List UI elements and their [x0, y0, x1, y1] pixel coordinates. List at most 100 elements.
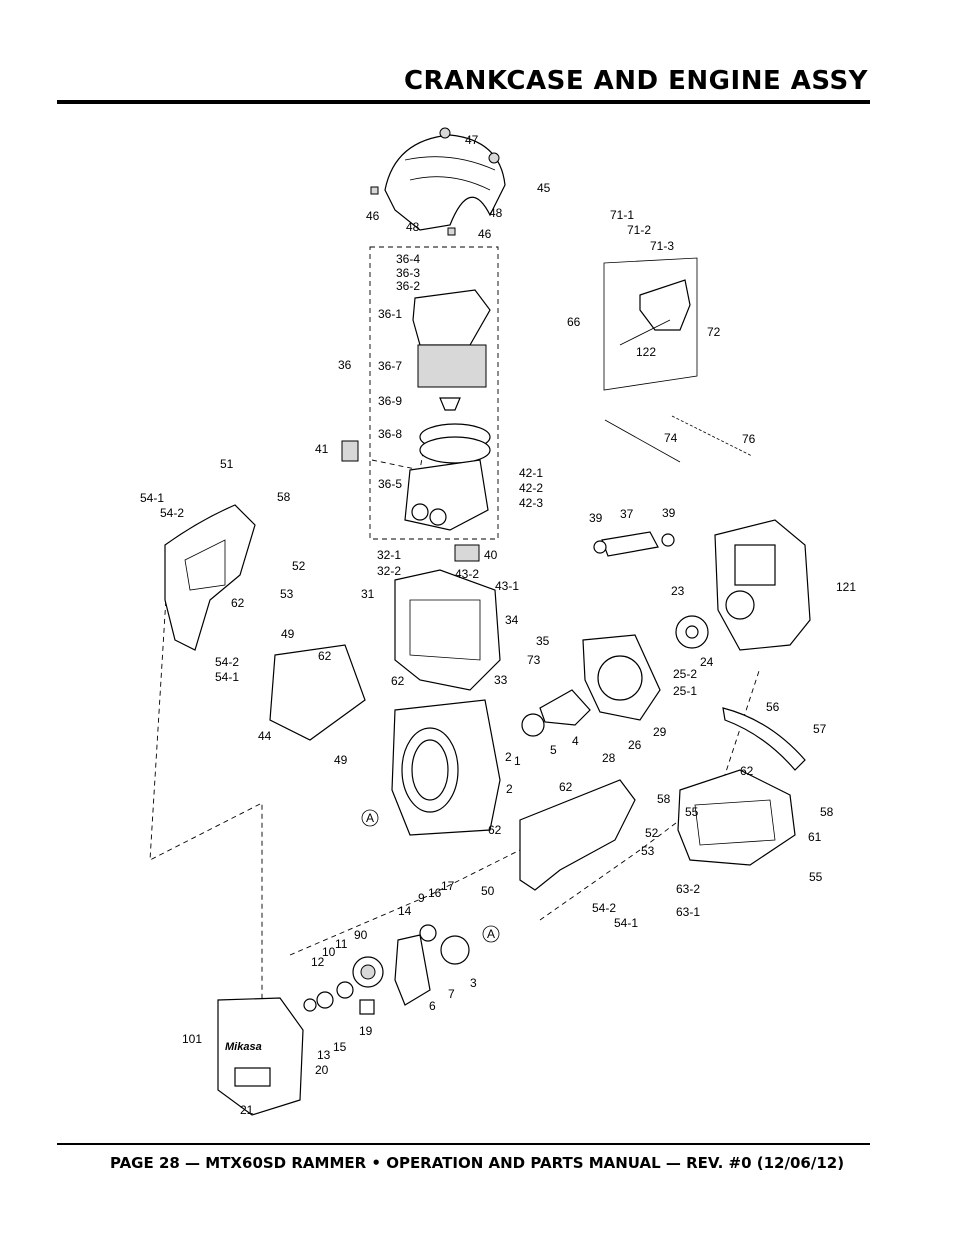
callout-label: 49 — [334, 753, 348, 767]
spring-part — [671, 415, 753, 457]
callout-label: 39 — [662, 506, 676, 520]
callout-label: 49 — [281, 627, 295, 641]
engine-part — [714, 519, 811, 651]
callout-label: 10 — [322, 945, 336, 959]
callout-label: 76 — [742, 432, 756, 446]
callout-label: 72 — [707, 325, 721, 339]
callout-label: 35 — [536, 634, 550, 648]
callout-label: 29 — [653, 725, 667, 739]
bracket-part — [394, 569, 501, 691]
left-dash-line — [149, 564, 263, 1005]
gear-cover-part: Mikasa — [217, 997, 304, 1116]
callout-label: 62 — [740, 764, 754, 778]
reference-circle — [361, 809, 379, 827]
callout-label: 52 — [645, 826, 659, 840]
callout-label: 62 — [318, 649, 332, 663]
callout-label: 36-7 — [378, 359, 402, 373]
callout-label: 41 — [315, 442, 329, 456]
callout-label: 21 — [240, 1103, 254, 1117]
callout-label: 2 — [505, 750, 512, 764]
callout-label: 101 — [182, 1032, 202, 1046]
callout-label: 47 — [465, 133, 479, 147]
callout-label: 71-2 — [627, 223, 651, 237]
callout-label: 55 — [809, 870, 823, 884]
callout-label: 33 — [494, 673, 508, 687]
callout-label: 63-2 — [676, 882, 700, 896]
callout-label: 32-1 — [377, 548, 401, 562]
callout-label: 46 — [366, 209, 380, 223]
callout-label: 66 — [567, 315, 581, 329]
center-dash-line — [371, 439, 426, 471]
callout-label: 58 — [277, 490, 291, 504]
callout-label: 32-2 — [377, 564, 401, 578]
callout-label: 13 — [317, 1048, 331, 1062]
callout-label: 34 — [505, 613, 519, 627]
throttle-group-frame — [603, 257, 698, 391]
callout-label: 122 — [636, 345, 656, 359]
callout-label: 58 — [820, 805, 834, 819]
callout-label: 42-3 — [519, 496, 543, 510]
callout-label: 6 — [429, 999, 436, 1013]
callout-label: 15 — [333, 1040, 347, 1054]
callout-label: 5 — [550, 743, 557, 757]
callout-label: 62 — [488, 823, 502, 837]
callout-label: 62 — [231, 596, 245, 610]
callout-label: 54-1 — [614, 916, 638, 930]
callout-label: 71-3 — [650, 239, 674, 253]
callout-label: 36-3 — [396, 266, 420, 280]
callout-label: 17 — [441, 879, 455, 893]
callout-label: 53 — [280, 587, 294, 601]
callout-label: 28 — [602, 751, 616, 765]
callout-label: 63-1 — [676, 905, 700, 919]
callout-label: 36-1 — [378, 307, 402, 321]
callout-label: 37 — [620, 507, 634, 521]
crankcase-part — [391, 699, 501, 836]
callout-label: 36-9 — [378, 394, 402, 408]
air-cleaner-group-frame — [369, 246, 499, 540]
reference-circle — [482, 925, 500, 943]
callout-label: 42-1 — [519, 466, 543, 480]
cable-part — [604, 419, 681, 463]
lower-cover-part — [519, 779, 636, 891]
callout-label: 73 — [527, 653, 541, 667]
housing-part — [582, 634, 661, 721]
callout-label: 61 — [808, 830, 822, 844]
callout-label: 1 — [514, 754, 521, 768]
clutch-part — [675, 615, 709, 649]
callout-label: 45 — [537, 181, 551, 195]
callout-label: 62 — [391, 674, 405, 688]
muffler-part — [677, 769, 796, 866]
callout-label: 20 — [315, 1063, 329, 1077]
callout-label: 25-1 — [673, 684, 697, 698]
callout-label: 36-5 — [378, 477, 402, 491]
callout-label: 90 — [354, 928, 368, 942]
callout-label: 46 — [478, 227, 492, 241]
throttle-part — [619, 279, 691, 346]
callout-label: A — [487, 927, 495, 941]
callout-label: 40 — [484, 548, 498, 562]
callout-label: 43-1 — [495, 579, 519, 593]
callout-label: 55 — [685, 805, 699, 819]
bottom-dash-line — [289, 849, 521, 956]
callout-label: 50 — [481, 884, 495, 898]
callout-label: 24 — [700, 655, 714, 669]
callout-label: 23 — [671, 584, 685, 598]
callout-label: 54-1 — [215, 670, 239, 684]
callout-label: 36-8 — [378, 427, 402, 441]
callout-label: 31 — [361, 587, 375, 601]
callout-label: A — [366, 811, 374, 825]
callout-label: 54-2 — [592, 901, 616, 915]
crankshaft-part — [521, 689, 591, 737]
callout-label: 12 — [311, 955, 325, 969]
callout-label: 36-4 — [396, 252, 420, 266]
callout-label: 39 — [589, 511, 603, 525]
callout-label: 25-2 — [673, 667, 697, 681]
gear-assy-part — [303, 924, 470, 1015]
callout-label: 11 — [335, 937, 348, 951]
callout-label: 54-2 — [215, 655, 239, 669]
callout-label: 26 — [628, 738, 642, 752]
callout-label: 4 — [572, 734, 579, 748]
intake-pipe-part — [593, 531, 675, 557]
